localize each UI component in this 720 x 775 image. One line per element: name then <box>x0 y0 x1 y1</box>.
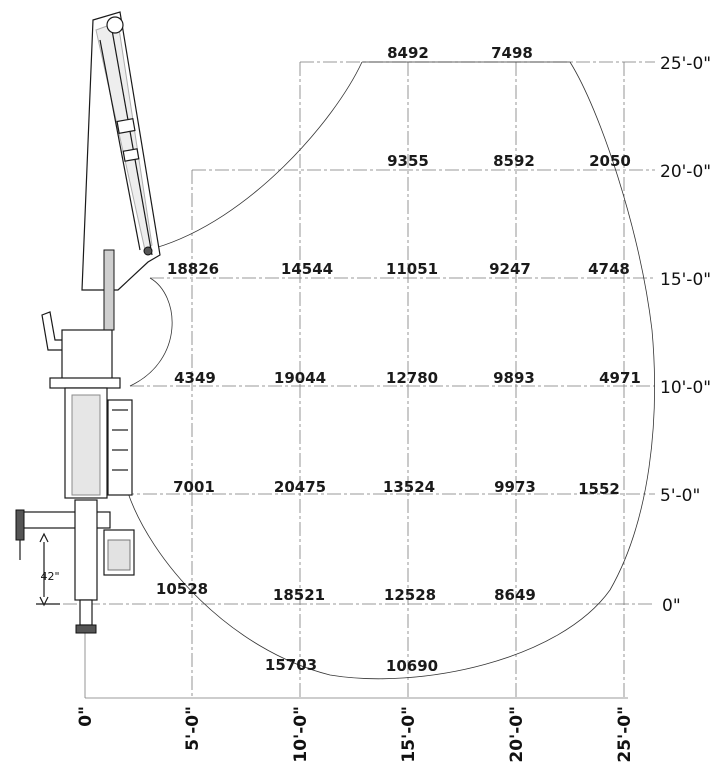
capacity-value: 10690 <box>386 657 438 675</box>
y-axis-label: 15'-0" <box>660 270 711 290</box>
capacity-value: 10528 <box>156 580 208 598</box>
horizontal-grid <box>40 61 655 699</box>
capacity-value: 9355 <box>387 152 429 170</box>
capacity-value: 7001 <box>173 478 215 496</box>
y-axis-label: 5'-0" <box>660 486 700 506</box>
x-axis-label: 5'-0" <box>183 706 203 751</box>
capacity-value: 13524 <box>383 478 435 496</box>
capacity-value: 8649 <box>494 586 536 604</box>
x-axis-label: 15'-0" <box>399 706 419 763</box>
capacity-value: 12528 <box>384 586 436 604</box>
x-axis-label: 0" <box>76 706 96 727</box>
capacity-value: 20475 <box>274 478 326 496</box>
mount-height-label: 42" <box>40 570 59 583</box>
capacity-value: 2050 <box>589 152 631 170</box>
capacity-value: 8592 <box>493 152 535 170</box>
capacity-value: 7498 <box>491 44 533 62</box>
capacity-value: 12780 <box>386 369 438 387</box>
y-axis-label: 0" <box>662 596 681 616</box>
capacity-values: 8492 7498 9355 8592 2050 18826 14544 110… <box>156 44 641 675</box>
capacity-value: 8492 <box>387 44 429 62</box>
capacity-value: 4349 <box>174 369 216 387</box>
crane-illustration <box>15 11 161 634</box>
capacity-value: 9247 <box>489 260 531 278</box>
vertical-grid <box>84 62 625 698</box>
y-axis-label: 25'-0" <box>660 54 711 74</box>
x-axis-label: 10'-0" <box>291 706 311 763</box>
capacity-value: 9893 <box>493 369 535 387</box>
x-axis-label: 25'-0" <box>615 706 635 763</box>
capacity-value: 19044 <box>274 369 326 387</box>
y-axis-labels: 25'-0" 20'-0" 15'-0" 10'-0" 5'-0" 0" <box>660 54 711 616</box>
y-axis-label: 10'-0" <box>660 378 711 398</box>
capacity-value: 9973 <box>494 478 536 496</box>
y-axis-label: 20'-0" <box>660 162 711 182</box>
capacity-value: 11051 <box>386 260 438 278</box>
capacity-value: 4748 <box>588 260 630 278</box>
capacity-value: 4971 <box>599 369 641 387</box>
capacity-value: 18826 <box>167 260 219 278</box>
capacity-value: 14544 <box>281 260 333 278</box>
x-axis-labels: 0" 5'-0" 10'-0" 15'-0" 20'-0" 25'-0" <box>76 706 635 763</box>
capacity-value: 15703 <box>265 656 317 674</box>
x-axis-label: 20'-0" <box>507 706 527 763</box>
capacity-value: 18521 <box>273 586 325 604</box>
reach-envelope <box>126 61 655 680</box>
capacity-value: 1552 <box>578 480 620 498</box>
